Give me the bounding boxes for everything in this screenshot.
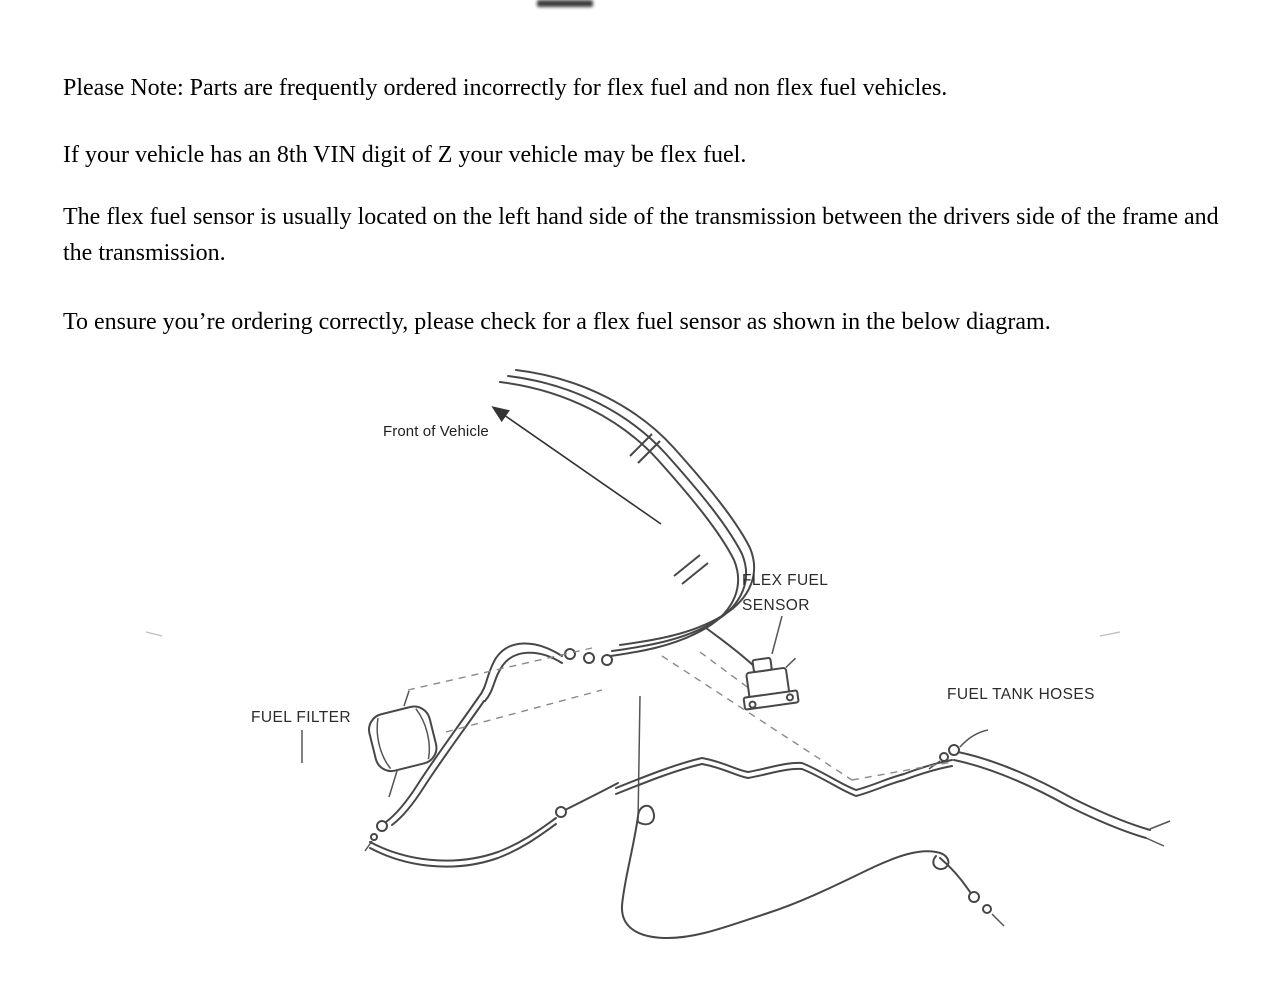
fuel-line-2 [507, 375, 748, 652]
hose-fitting [555, 806, 567, 818]
tank-hose-fitting-1 [948, 744, 960, 756]
hose-bottom-left [369, 782, 619, 868]
bottom-hose [620, 804, 1005, 940]
fuel-tank-hoses-label: FUEL TANK HOSES [947, 686, 1095, 703]
bottom-hose-fitting-1 [968, 891, 980, 903]
junction-fittings [564, 648, 613, 666]
sensor-bracket [742, 689, 800, 711]
front-of-vehicle-label: Front of Vehicle [383, 423, 489, 440]
fuel-filter-graphic [368, 690, 438, 798]
bottom-hose-fitting-2 [982, 904, 992, 914]
line-to-sensor [705, 627, 759, 671]
fitting-2 [583, 652, 595, 664]
fuel-tank-hose-lines [928, 729, 1171, 847]
note-paragraph-2: If your vehicle has an 8th VIN digit of … [63, 142, 747, 168]
tank-hose-fitting-2 [939, 752, 949, 762]
sensor-leader-line [771, 615, 783, 655]
front-arrow-line [491, 406, 662, 525]
fuel-filter-body [368, 705, 438, 773]
sensor-connector [751, 656, 773, 673]
drop-line [637, 695, 641, 823]
fuel-line-3 [515, 369, 756, 646]
note-paragraph-4: To ensure you’re ordering correctly, ple… [63, 309, 1051, 335]
cropped-image-artifact [537, 0, 593, 7]
fuel-system-diagram: Front of Vehicle [145, 369, 1171, 940]
flex-fuel-sensor-label-line1: FLEX FUEL [742, 572, 828, 589]
hose-left [364, 642, 563, 852]
fitting-3 [601, 654, 613, 666]
flex-fuel-sensor-graphic [742, 615, 800, 711]
dashed-guides [407, 647, 953, 781]
fuel-filter-label: FUEL FILTER [251, 709, 351, 726]
hose-left-fitting [376, 820, 388, 832]
edge-artifacts [145, 631, 1121, 637]
flex-fuel-sensor-label-line2: SENSOR [742, 597, 810, 614]
note-paragraph-1: Please Note: Parts are frequently ordere… [63, 75, 948, 101]
front-arrow [491, 406, 662, 525]
note-paragraph-3: The flex fuel sensor is usually located … [63, 204, 1219, 266]
line-break-marks [629, 433, 709, 585]
mid-fuel-lines [615, 756, 953, 797]
fuel-line-bundle [499, 369, 759, 671]
